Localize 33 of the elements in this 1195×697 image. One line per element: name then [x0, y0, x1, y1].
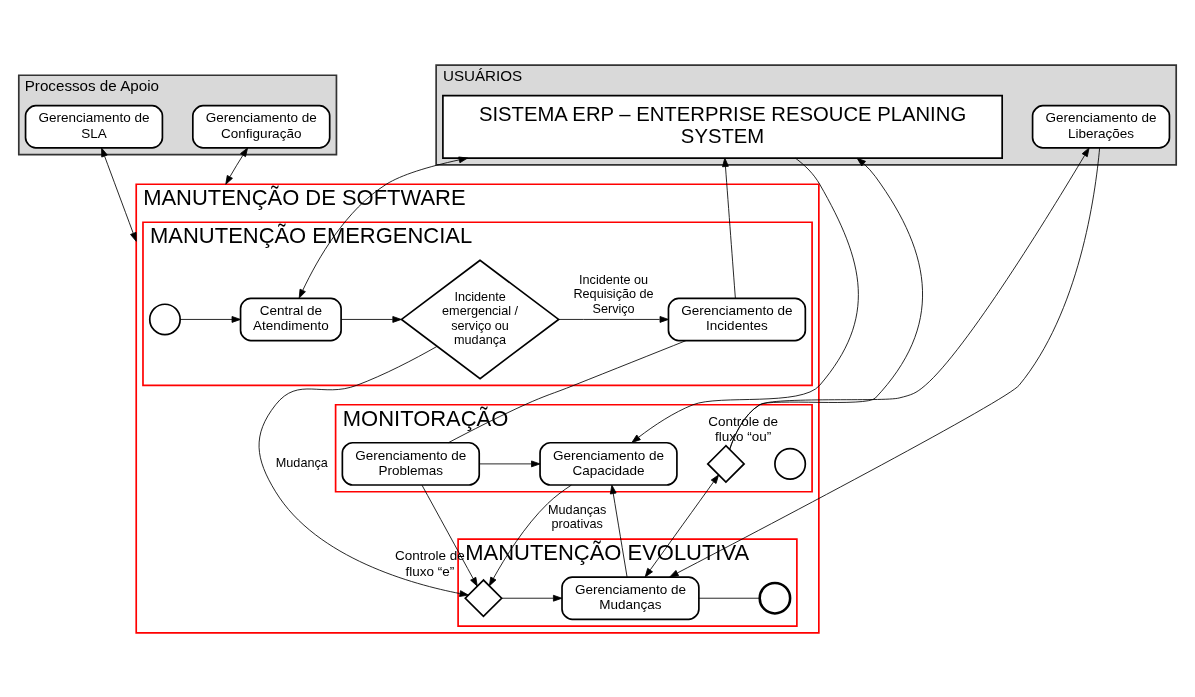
- arrow: [225, 147, 248, 185]
- node-box: Gerenciamento de Liberações: [1031, 104, 1171, 149]
- node-box: Gerenciamento de Incidentes: [667, 296, 807, 341]
- arrow: [631, 157, 859, 443]
- node-circle: [758, 581, 792, 615]
- arrow: [501, 594, 563, 602]
- node-diamond: Incidente emergencial / serviço ou mudança: [400, 258, 561, 380]
- arrow: [558, 315, 669, 323]
- arrow: [729, 147, 1090, 450]
- arrow: [488, 484, 572, 586]
- arrow: [258, 345, 469, 597]
- edge-label: Mudança: [275, 455, 328, 470]
- node-circle: [148, 302, 181, 335]
- arrow: [609, 484, 628, 577]
- connector: [698, 597, 760, 599]
- arrow: [179, 315, 241, 323]
- connector: [447, 339, 687, 443]
- node-circle: [774, 447, 807, 480]
- node-box: SISTEMA ERP – ENTERPRISE RESOUCE PLANING SYSTEM: [442, 94, 1003, 159]
- arrow: [101, 147, 137, 242]
- node-box: Central de Atendimento: [239, 296, 342, 341]
- node-box: Gerenciamento de Capacidade: [539, 441, 678, 486]
- edge-label: Incidente ou Requisição de Serviço: [573, 272, 654, 316]
- node-box: Gerenciamento de SLA: [24, 104, 164, 149]
- arrow: [722, 157, 736, 299]
- arrow: [298, 156, 468, 298]
- arrow: [479, 460, 541, 467]
- edge-label: Mudanças proativas: [548, 502, 607, 531]
- node-box: Gerenciamento de Mudanças: [561, 575, 700, 620]
- arrow: [341, 315, 402, 323]
- node-box: Gerenciamento de Configuração: [192, 104, 331, 149]
- node-box: Gerenciamento de Problemas: [341, 441, 481, 486]
- arrow: [421, 484, 478, 587]
